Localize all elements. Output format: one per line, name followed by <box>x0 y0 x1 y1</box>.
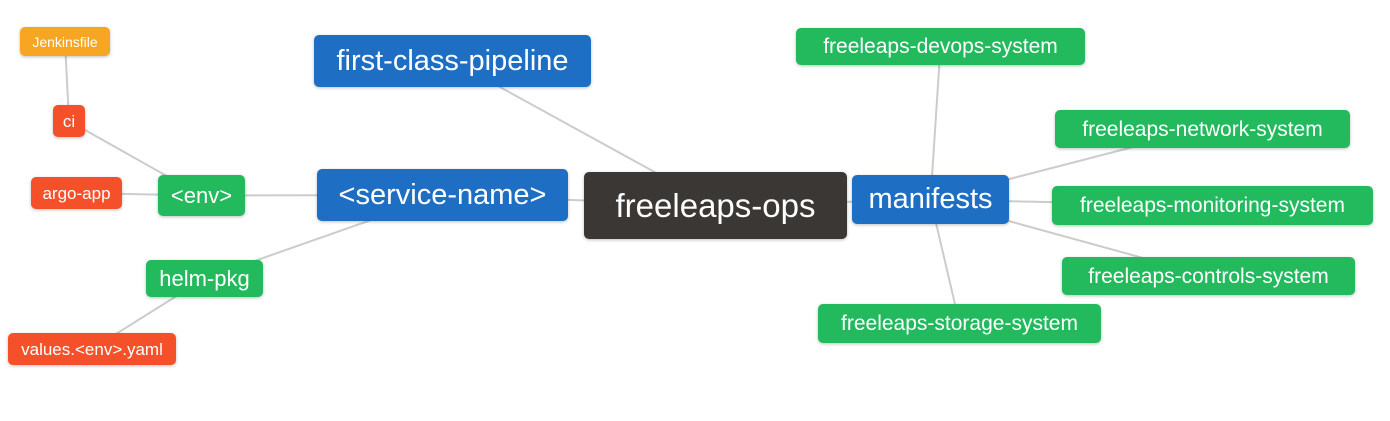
node-label: ci <box>62 111 76 131</box>
node-label: helm-pkg <box>159 265 250 291</box>
node-ci[interactable]: ci <box>53 105 85 137</box>
node-freeleaps-devops-system[interactable]: freeleaps-devops-system <box>796 28 1085 65</box>
node-label: freeleaps-storage-system <box>841 312 1078 335</box>
node-label: argo-app <box>42 183 111 203</box>
node-label: first-class-pipeline <box>336 44 569 77</box>
node-first-class-pipeline[interactable]: first-class-pipeline <box>314 35 591 87</box>
node-freeleaps-network-system[interactable]: freeleaps-network-system <box>1055 110 1350 148</box>
node-label: freeleaps-controls-system <box>1088 264 1329 288</box>
node-label: <env> <box>170 182 233 208</box>
node-helm-pkg[interactable]: helm-pkg <box>146 260 263 297</box>
node-label: <service-name> <box>338 178 547 211</box>
node-manifests[interactable]: manifests <box>852 175 1009 224</box>
node-service-name[interactable]: <service-name> <box>317 169 568 221</box>
node-freeleaps-storage-system[interactable]: freeleaps-storage-system <box>818 304 1101 343</box>
node-label: freeleaps-ops <box>615 187 816 224</box>
node-values-env-yaml[interactable]: values.<env>.yaml <box>8 333 176 365</box>
node-label: values.<env>.yaml <box>21 339 163 359</box>
node-label: freeleaps-monitoring-system <box>1080 194 1345 217</box>
node-jenkinsfile[interactable]: Jenkinsfile <box>20 27 110 56</box>
node-label: manifests <box>868 183 993 215</box>
node-label: freeleaps-network-system <box>1082 117 1323 141</box>
node-argo-app[interactable]: argo-app <box>31 177 122 209</box>
node-env[interactable]: <env> <box>158 175 245 216</box>
node-label: Jenkinsfile <box>32 33 98 50</box>
node-freeleaps-controls-system[interactable]: freeleaps-controls-system <box>1062 257 1355 295</box>
node-label: freeleaps-devops-system <box>823 35 1058 58</box>
edge-manifests-to-freeleaps-devops-system <box>929 46 942 200</box>
node-freeleaps-ops[interactable]: freeleaps-ops <box>584 172 847 239</box>
node-freeleaps-monitoring-system[interactable]: freeleaps-monitoring-system <box>1052 186 1373 225</box>
